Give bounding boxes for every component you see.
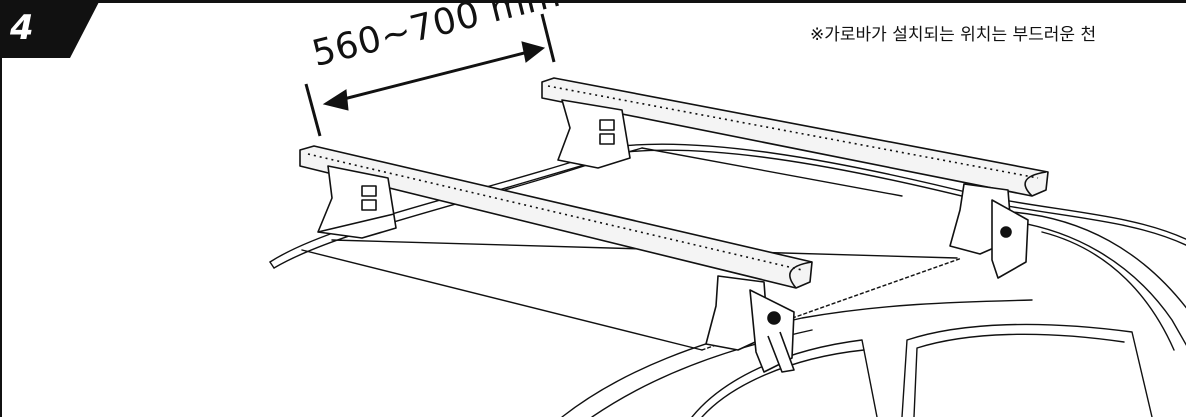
top-border	[2, 0, 1186, 3]
double-arrow-icon	[304, 13, 556, 137]
placement-note: ※가로바가 설치되는 위치는 부드러운 천	[810, 25, 1097, 45]
step-badge	[2, 0, 100, 58]
step-number: 4	[10, 8, 34, 48]
